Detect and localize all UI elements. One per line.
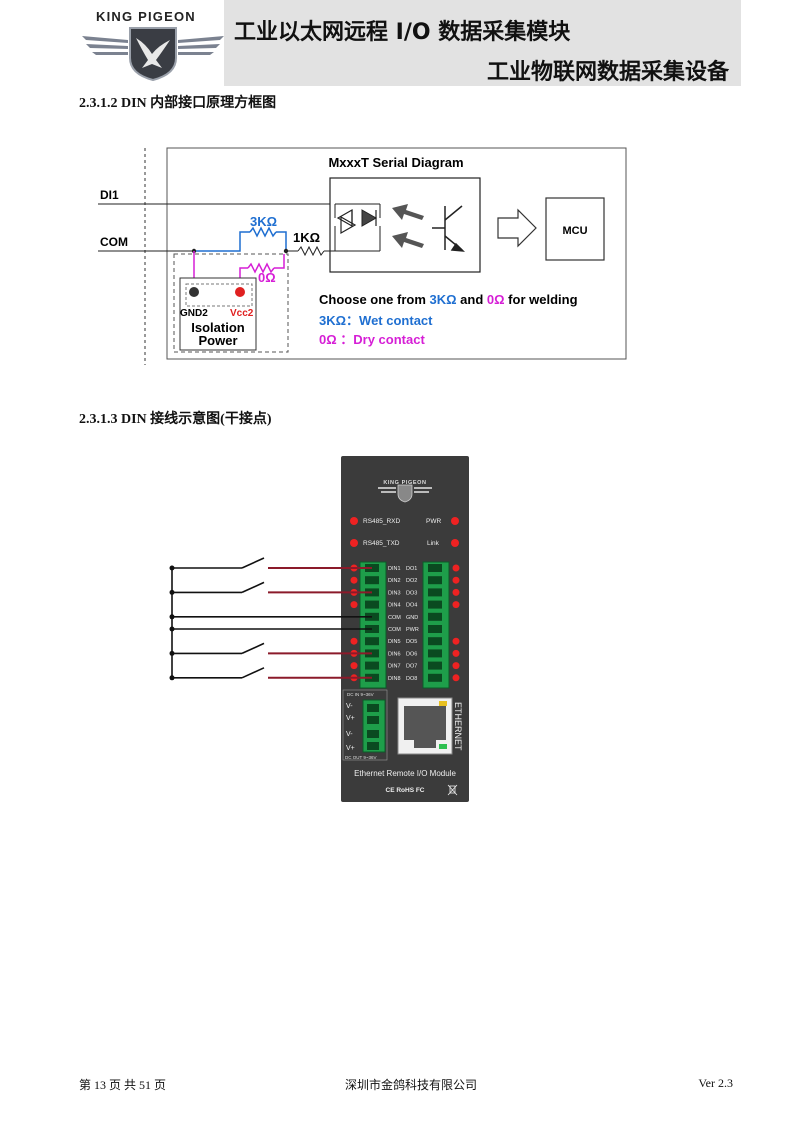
- res-3k-label: 3KΩ: [250, 214, 277, 229]
- footer-company: 深圳市金鸽科技有限公司: [345, 1078, 478, 1092]
- dc-out-label: DC OUT 9~36V: [345, 755, 377, 760]
- din-led: [350, 601, 358, 609]
- power-label: Power: [198, 333, 237, 348]
- terminal-label-left: DIN5: [388, 639, 401, 645]
- terminal-screw: [428, 661, 442, 670]
- terminal-screw: [428, 649, 442, 658]
- diagram-title: MxxxT Serial Diagram: [328, 155, 463, 170]
- dry-contact-switch-icon: [169, 557, 372, 571]
- vplus-label-1: V+: [346, 715, 355, 722]
- terminal-label-right: DO2: [406, 578, 417, 584]
- terminal-label-right: GND: [406, 615, 418, 621]
- mcu-label: MCU: [562, 225, 587, 237]
- dry-contact-switch-icon: [169, 667, 372, 681]
- terminal-label-left: DIN3: [388, 590, 401, 596]
- do-led: [452, 588, 460, 596]
- terminal-label-right: DO5: [406, 639, 417, 645]
- label-com: COM: [100, 235, 128, 249]
- din-led: [350, 662, 358, 670]
- header-title-line1: 工业以太网远程 I/O 数据采集模块: [234, 20, 571, 45]
- terminal-screw: [428, 673, 442, 682]
- dry-contact-note: 0Ω ：Dry contact: [319, 332, 425, 347]
- dry-contact-switch-icon: [169, 642, 372, 656]
- terminal-label-left: DIN1: [388, 566, 401, 572]
- din-serial-diagram: MxxxT Serial Diagram DI1 COM MCU: [98, 147, 627, 365]
- vcc2-label: Vcc2: [230, 308, 254, 319]
- signal-arrow-icon: [497, 208, 537, 248]
- do-led: [452, 601, 460, 609]
- certifications-label: CE RoHS FC: [386, 787, 425, 794]
- din-wiring-diagram: KING PIGEON RS485_RXD PWR RS485_TXD Link…: [169, 456, 469, 802]
- do-led: [452, 564, 460, 572]
- terminal-label-left: DIN7: [388, 664, 401, 670]
- choose-note: Choose one from 3KΩ and 0Ω for welding: [319, 292, 578, 307]
- gnd2-terminal-icon: [189, 287, 199, 297]
- din-led: [350, 637, 358, 645]
- vminus-label-2: V-: [346, 731, 353, 738]
- terminal-screw: [428, 625, 442, 633]
- rs485-rxd-label: RS485_RXD: [363, 518, 401, 525]
- res-0-label: 0Ω: [258, 270, 276, 285]
- isolation-label: Isolation: [191, 320, 245, 335]
- terminal-label-left: DIN6: [388, 651, 401, 657]
- terminal-label-left: COM: [388, 615, 401, 621]
- terminal-screw: [428, 576, 442, 585]
- do-led: [452, 662, 460, 670]
- dry-contact-switch-icon: [169, 581, 372, 595]
- device-logo-icon: [378, 484, 432, 503]
- terminal-screw: [428, 637, 442, 646]
- terminal-screw: [428, 612, 442, 621]
- pwr-led-label: PWR: [426, 518, 441, 525]
- terminal-label-left: DIN2: [388, 578, 401, 584]
- res-1k-label: 1KΩ: [293, 230, 320, 245]
- footer-page-number: 第 13 页 共 51 页: [79, 1078, 167, 1092]
- terminal-screw: [428, 564, 442, 572]
- din-led: [350, 576, 358, 584]
- header-band: [224, 0, 741, 86]
- terminal-label-right: DO4: [406, 603, 417, 609]
- dc-in-label: DC IN 9~36V: [347, 692, 374, 697]
- terminal-label-right: DO6: [406, 651, 417, 657]
- terminal-screw: [365, 576, 379, 585]
- terminal-label-right: PWR: [406, 627, 419, 633]
- ethernet-label: ETHERNET: [453, 702, 463, 751]
- section-heading-din-wiring: 2.3.1.3 DIN 接线示意图(干接点): [79, 412, 272, 427]
- vminus-label-1: V-: [346, 703, 353, 710]
- terminal-screw: [428, 588, 442, 597]
- rs485-txd-label: RS485_TXD: [363, 540, 400, 547]
- wet-contact-note: 3KΩ：Wet contact: [319, 313, 433, 328]
- terminal-screw: [365, 600, 379, 609]
- terminal-screw: [365, 637, 379, 646]
- terminal-label-right: DO3: [406, 590, 417, 596]
- terminal-label-right: DO7: [406, 664, 417, 670]
- section-heading-din-block-diagram: 2.3.1.2 DIN 内部接口原理方框图: [79, 96, 277, 111]
- terminal-label-right: DO8: [406, 676, 417, 682]
- device-model-label: Ethernet Remote I/O Module: [354, 769, 456, 778]
- link-led-label: Link: [427, 540, 440, 547]
- led-diodes-icon: [336, 208, 378, 228]
- gnd2-label: GND2: [180, 308, 208, 319]
- do-led: [452, 576, 460, 584]
- terminal-label-left: DIN4: [388, 603, 401, 609]
- vplus-label-2: V+: [346, 745, 355, 752]
- weee-icon: [447, 784, 458, 796]
- mcu-box: [545, 197, 605, 261]
- terminal-screw: [428, 600, 442, 609]
- terminal-label-left: COM: [388, 627, 401, 633]
- terminal-label-left: DIN8: [388, 676, 401, 682]
- device-brand-text: KING PIGEON: [383, 480, 426, 486]
- label-di1: DI1: [100, 188, 119, 202]
- terminal-screw: [365, 661, 379, 670]
- light-arrows-icon: [392, 204, 424, 248]
- king-pigeon-logo-icon: [82, 27, 224, 82]
- do-led: [452, 674, 460, 682]
- phototransistor-icon: [432, 205, 465, 252]
- logo-text: KING PIGEON: [96, 9, 196, 24]
- terminal-label-right: DO1: [406, 566, 417, 572]
- footer-version: Ver 2.3: [698, 1076, 733, 1090]
- do-led: [452, 649, 460, 657]
- header-title-line2: 工业物联网数据采集设备: [486, 60, 729, 85]
- do-led: [452, 637, 460, 645]
- vcc2-terminal-icon: [235, 287, 245, 297]
